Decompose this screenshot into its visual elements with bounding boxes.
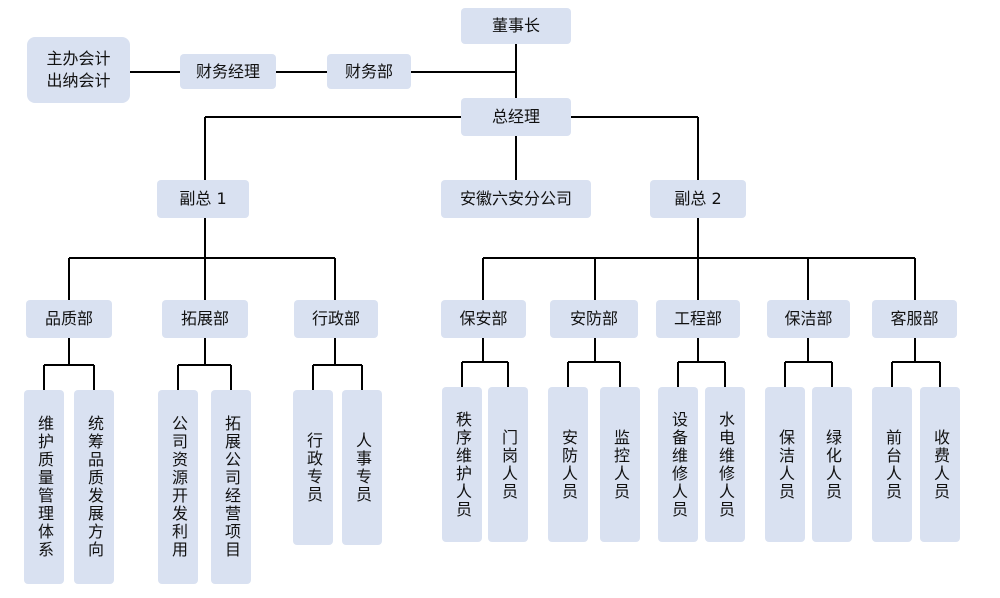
staff-company-resources-box: 公司资源开发利用	[158, 390, 198, 584]
staff-quality-direction-label: 统筹品质发展方向	[85, 415, 104, 559]
dept-expansion-label: 拓展部	[180, 309, 229, 328]
accounting-label-2: 出纳会计	[46, 71, 111, 90]
dept-engineering-box: 工程部	[656, 300, 740, 338]
staff-quality-direction-box: 统筹品质发展方向	[74, 390, 114, 584]
accounting-label-1: 主办会计	[46, 49, 111, 68]
dept-cleaning-label: 保洁部	[784, 309, 833, 328]
staff-safety-box: 安防人员	[548, 387, 588, 542]
staff-order-box: 秩序维护人员	[442, 387, 482, 542]
finance-manager-box: 财务经理	[180, 54, 276, 89]
finance-dept-box: 财务部	[327, 54, 411, 89]
general-manager-box: 总经理	[461, 98, 571, 136]
branch-label: 安徽六安分公司	[459, 189, 572, 208]
dept-security-box: 保安部	[441, 300, 526, 338]
finance-manager-label: 财务经理	[195, 61, 260, 81]
staff-equipment-label: 设备维修人员	[669, 410, 688, 519]
dept-expansion-box: 拓展部	[162, 300, 248, 338]
dept-service-box: 客服部	[872, 300, 957, 338]
dept-safety-label: 安防部	[569, 309, 618, 328]
staff-greening-label: 绿化人员	[823, 428, 842, 501]
dept-admin-label: 行政部	[311, 309, 360, 328]
dept-security-label: 保安部	[459, 309, 508, 328]
staff-billing-label: 收费人员	[931, 428, 950, 501]
staff-hr-label: 人事专员	[353, 431, 372, 504]
dept-admin-box: 行政部	[294, 300, 378, 338]
dept-safety-box: 安防部	[550, 300, 638, 338]
staff-order-label: 秩序维护人员	[453, 410, 472, 519]
finance-dept-label: 财务部	[344, 61, 393, 81]
staff-company-resources-label: 公司资源开发利用	[169, 415, 188, 559]
staff-cleaning-label: 保洁人员	[776, 428, 795, 501]
staff-hr-box: 人事专员	[342, 390, 382, 545]
chairman-label: 董事长	[491, 16, 540, 35]
staff-utility-label: 水电维修人员	[716, 410, 735, 519]
vp2-label: 副总 2	[674, 189, 722, 208]
dept-engineering-label: 工程部	[673, 309, 722, 328]
staff-gate-label: 门岗人员	[499, 428, 518, 501]
branch-box: 安徽六安分公司	[441, 180, 591, 218]
accounting-box: 主办会计 出纳会计	[27, 37, 130, 103]
vp1-label: 副总 1	[179, 189, 227, 208]
staff-utility-box: 水电维修人员	[705, 387, 745, 542]
staff-safety-label: 安防人员	[559, 428, 578, 501]
vp2-box: 副总 2	[650, 180, 746, 218]
dept-service-label: 客服部	[890, 309, 939, 328]
staff-admin-box: 行政专员	[293, 390, 333, 545]
staff-reception-label: 前台人员	[883, 428, 902, 501]
dept-cleaning-box: 保洁部	[767, 300, 850, 338]
staff-admin-label: 行政专员	[304, 431, 323, 504]
staff-expansion-projects-box: 拓展公司经营项目	[211, 390, 251, 584]
staff-equipment-box: 设备维修人员	[658, 387, 698, 542]
dept-quality-box: 品质部	[26, 300, 112, 338]
staff-expansion-projects-label: 拓展公司经营项目	[222, 415, 241, 559]
dept-quality-label: 品质部	[44, 309, 93, 328]
staff-cleaning-box: 保洁人员	[765, 387, 805, 542]
staff-monitor-label: 监控人员	[611, 428, 630, 501]
staff-greening-box: 绿化人员	[812, 387, 852, 542]
staff-gate-box: 门岗人员	[488, 387, 528, 542]
staff-monitor-box: 监控人员	[600, 387, 640, 542]
chairman-box: 董事长	[461, 8, 571, 44]
vp1-box: 副总 1	[157, 180, 249, 218]
general-manager-label: 总经理	[491, 107, 540, 126]
staff-billing-box: 收费人员	[920, 387, 960, 542]
staff-quality-system-box: 维护质量管理体系	[24, 390, 64, 584]
staff-quality-system-label: 维护质量管理体系	[35, 415, 54, 559]
staff-reception-box: 前台人员	[872, 387, 912, 542]
